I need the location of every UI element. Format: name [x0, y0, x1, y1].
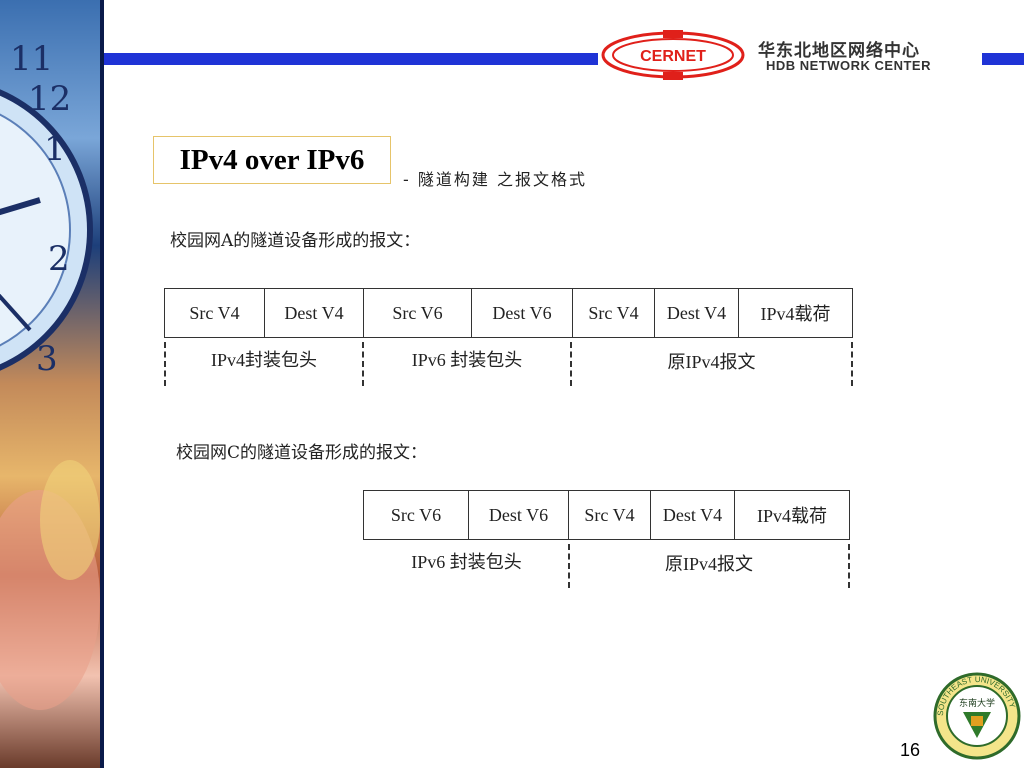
diagram-c-packet: Src V6 Dest V6 Src V4 Dest V4 IPv4载荷 — [363, 490, 850, 540]
segment-label: IPv4封装包头 — [210, 350, 317, 370]
packet-field: Src V4 — [568, 491, 650, 539]
packet-field: Src V4 — [572, 289, 654, 337]
packet-field: Dest V6 — [471, 289, 572, 337]
diagram-a-caption: 校园网A的隧道设备形成的报文： — [170, 231, 421, 251]
packet-field: Dest V4 — [650, 491, 734, 539]
svg-text:11: 11 — [10, 39, 53, 79]
page-number: 16 — [900, 740, 921, 760]
segment-divider — [362, 342, 364, 386]
slide-title: IPv4 over IPv6 — [153, 136, 391, 184]
org-name-en: HDB NETWORK CENTER — [766, 58, 931, 73]
svg-text:CERNET: CERNET — [640, 48, 706, 65]
svg-text:3: 3 — [36, 339, 58, 379]
packet-field: IPv4载荷 — [734, 491, 849, 539]
segment-divider — [568, 544, 570, 588]
segment-label: 原IPv4报文 — [664, 554, 753, 574]
packet-field: Src V4 — [189, 302, 240, 323]
segment-label: 原IPv4报文 — [667, 352, 756, 372]
university-seal: SOUTHEAST UNIVERSITY 东南大学 — [933, 672, 1021, 760]
header-bar-right — [982, 53, 1024, 65]
svg-text:2: 2 — [48, 239, 70, 279]
header-bar — [104, 53, 598, 65]
svg-text:东南大学: 东南大学 — [959, 697, 995, 709]
diagram-c-caption: 校园网C的隧道设备形成的报文： — [176, 443, 428, 463]
segment-divider — [570, 342, 572, 386]
packet-field: Dest V4 — [654, 289, 738, 337]
svg-text:12: 12 — [28, 79, 71, 119]
segment-divider — [851, 342, 853, 386]
packet-field: Dest V4 — [264, 289, 363, 337]
org-name-cn: 华东北地区网络中心 — [758, 41, 920, 61]
cernet-logo: CERNET — [598, 30, 748, 80]
slide-subtitle: - 隧道构建 之报文格式 — [403, 170, 587, 189]
segment-label: IPv6 封装包头 — [411, 350, 523, 370]
packet-field: Src V6 — [390, 504, 442, 525]
left-edge-divider — [100, 0, 104, 768]
packet-field: Dest V6 — [468, 491, 568, 539]
clock-icon: 11 12 1 2 3 — [0, 39, 100, 710]
decorative-clock-art: 11 12 1 2 3 — [0, 0, 104, 768]
segment-label: IPv6 封装包头 — [411, 552, 522, 572]
segment-divider — [164, 342, 166, 386]
svg-text:1: 1 — [44, 129, 66, 169]
segment-divider — [848, 544, 850, 588]
packet-field: IPv4载荷 — [738, 289, 852, 337]
packet-field: Src V6 — [363, 289, 471, 337]
diagram-a-packet: Src V4 Dest V4 Src V6 Dest V6 Src V4 Des… — [164, 288, 853, 338]
